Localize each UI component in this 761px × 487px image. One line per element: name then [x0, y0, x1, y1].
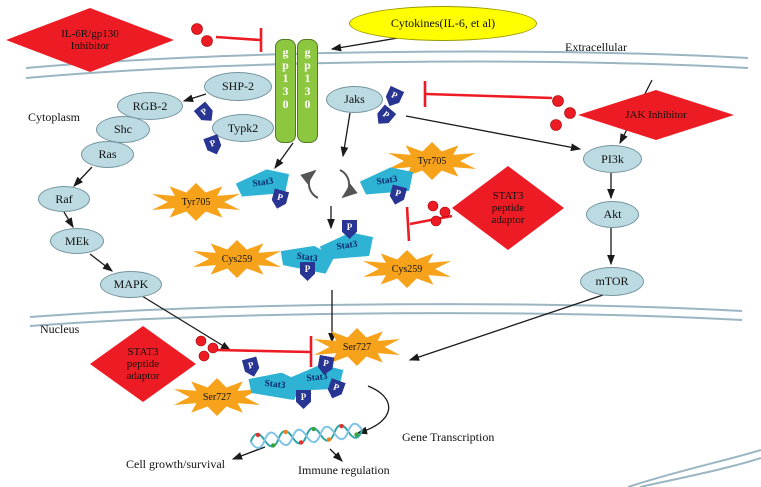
dna-icon — [249, 422, 364, 449]
node-jaks: Jaks — [326, 86, 383, 113]
node-shp2: SHP-2 — [204, 72, 272, 101]
stat3-peptide-adaptor-nucleus-label: STAT3 peptide adaptor — [126, 345, 160, 383]
node-typk2: Typk2 — [212, 114, 274, 142]
il6r-gp130-inhibitor-label: IL-6R/gp130 Inhibitor — [61, 27, 119, 52]
phosphate-icon: P — [300, 262, 315, 281]
immune-regulation-label: Immune regulation — [298, 463, 390, 477]
node-akt: Akt — [586, 201, 639, 228]
node-mapk: MAPK — [100, 271, 162, 298]
nucleus-label: Nucleus — [40, 322, 80, 336]
node-mek: MEk — [50, 228, 104, 254]
node-rgb2: RGB-2 — [117, 92, 183, 120]
cytokines-node: Cytokines(IL-6, et al) — [349, 6, 537, 41]
drug-dots-icon — [191, 23, 576, 362]
gp130-label: gp130 — [282, 45, 289, 111]
cytoplasm-label: Cytoplasm — [28, 110, 81, 124]
cell-membrane — [25, 50, 749, 79]
node-mtor: mTOR — [580, 267, 644, 296]
node-shc: Shc — [96, 116, 150, 143]
gene-transcription-label: Gene Transcription — [402, 430, 495, 444]
recycle-arrows-icon — [300, 169, 358, 199]
stat3-peptide-adaptor-cytoplasm-label: STAT3 peptide adaptor — [491, 189, 525, 227]
gp130-receptor-left: gp130 — [275, 39, 296, 143]
gp130-receptor-right: gp130 — [297, 39, 318, 143]
extracellular-label: Extracellular — [565, 40, 627, 54]
jak-inhibitor-label: JAK Inhibitor — [625, 108, 687, 121]
node-ras: Ras — [81, 141, 134, 168]
phosphate-icon: P — [342, 220, 357, 239]
cell-growth-label: Cell growth/survival — [126, 457, 225, 471]
gp130-label: gp130 — [304, 45, 311, 111]
node-pi3k: PI3k — [583, 145, 642, 173]
nuclear-membrane — [29, 303, 761, 487]
node-raf: Raf — [38, 186, 90, 212]
phosphate-icon: P — [296, 390, 311, 409]
